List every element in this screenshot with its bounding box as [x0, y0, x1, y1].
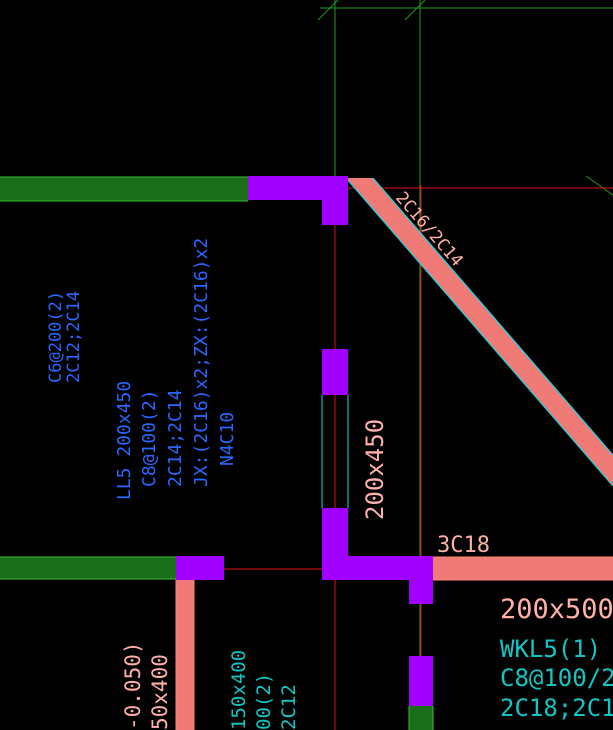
wkl-annotation-line3: 2C18;2C14	[500, 694, 613, 722]
bottom-left-annotation-2: 50x400	[148, 654, 172, 730]
left-vertical-annotation-2: 2C12;2C14	[64, 291, 84, 383]
center-dimension-label: 200x450	[361, 419, 389, 520]
right-bottom-column-lower[interactable]	[409, 656, 433, 706]
left-bottom-column[interactable]	[176, 556, 224, 580]
right-dimension-label: 200x500	[500, 594, 613, 625]
grid-tick-top-right	[404, 0, 426, 21]
ll5-annotation-line1: LL5 200x450	[114, 381, 135, 500]
lower-left-vertical-beam[interactable]	[176, 579, 194, 730]
bottom-mid-annotation-2: 00(2)	[253, 673, 275, 730]
wkl-annotation-line2: C8@100/20	[500, 664, 613, 692]
bottom-mid-annotation-1: 150x400	[228, 650, 250, 730]
left-bottom-green-beam[interactable]	[0, 557, 176, 579]
bottom-right-green-stub	[409, 706, 433, 730]
middle-column-upper[interactable]	[322, 349, 348, 395]
grid-tick-top-left	[317, 0, 339, 21]
ll5-annotation-line5: N4C10	[217, 412, 238, 466]
ll5-annotation-line4: JX:(2C16)x2;ZX:(2C16)x2	[191, 238, 212, 487]
right-horizontal-beam[interactable]	[432, 557, 613, 580]
left-vertical-annotation-1: C6@200(2)	[46, 291, 66, 383]
ll5-annotation-line2: C8@100(2)	[139, 389, 160, 487]
grid-tick-right	[585, 175, 613, 196]
ll5-annotation-line3: 2C14;2C14	[165, 389, 186, 487]
diagonal-beam-edge-1	[345, 177, 613, 487]
top-column[interactable]	[322, 176, 348, 225]
bottom-left-annotation-1: -0.050)	[121, 641, 145, 730]
right-bottom-column[interactable]	[409, 556, 433, 604]
left-top-green-beam[interactable]	[0, 177, 248, 201]
diagonal-beam-edge-2	[372, 177, 613, 456]
wkl-annotation-line1: WKL5(1) 2	[500, 635, 613, 663]
bottom-mid-annotation-3: 2C12	[278, 684, 300, 730]
rebar-label-3c18: 3C18	[437, 533, 490, 558]
